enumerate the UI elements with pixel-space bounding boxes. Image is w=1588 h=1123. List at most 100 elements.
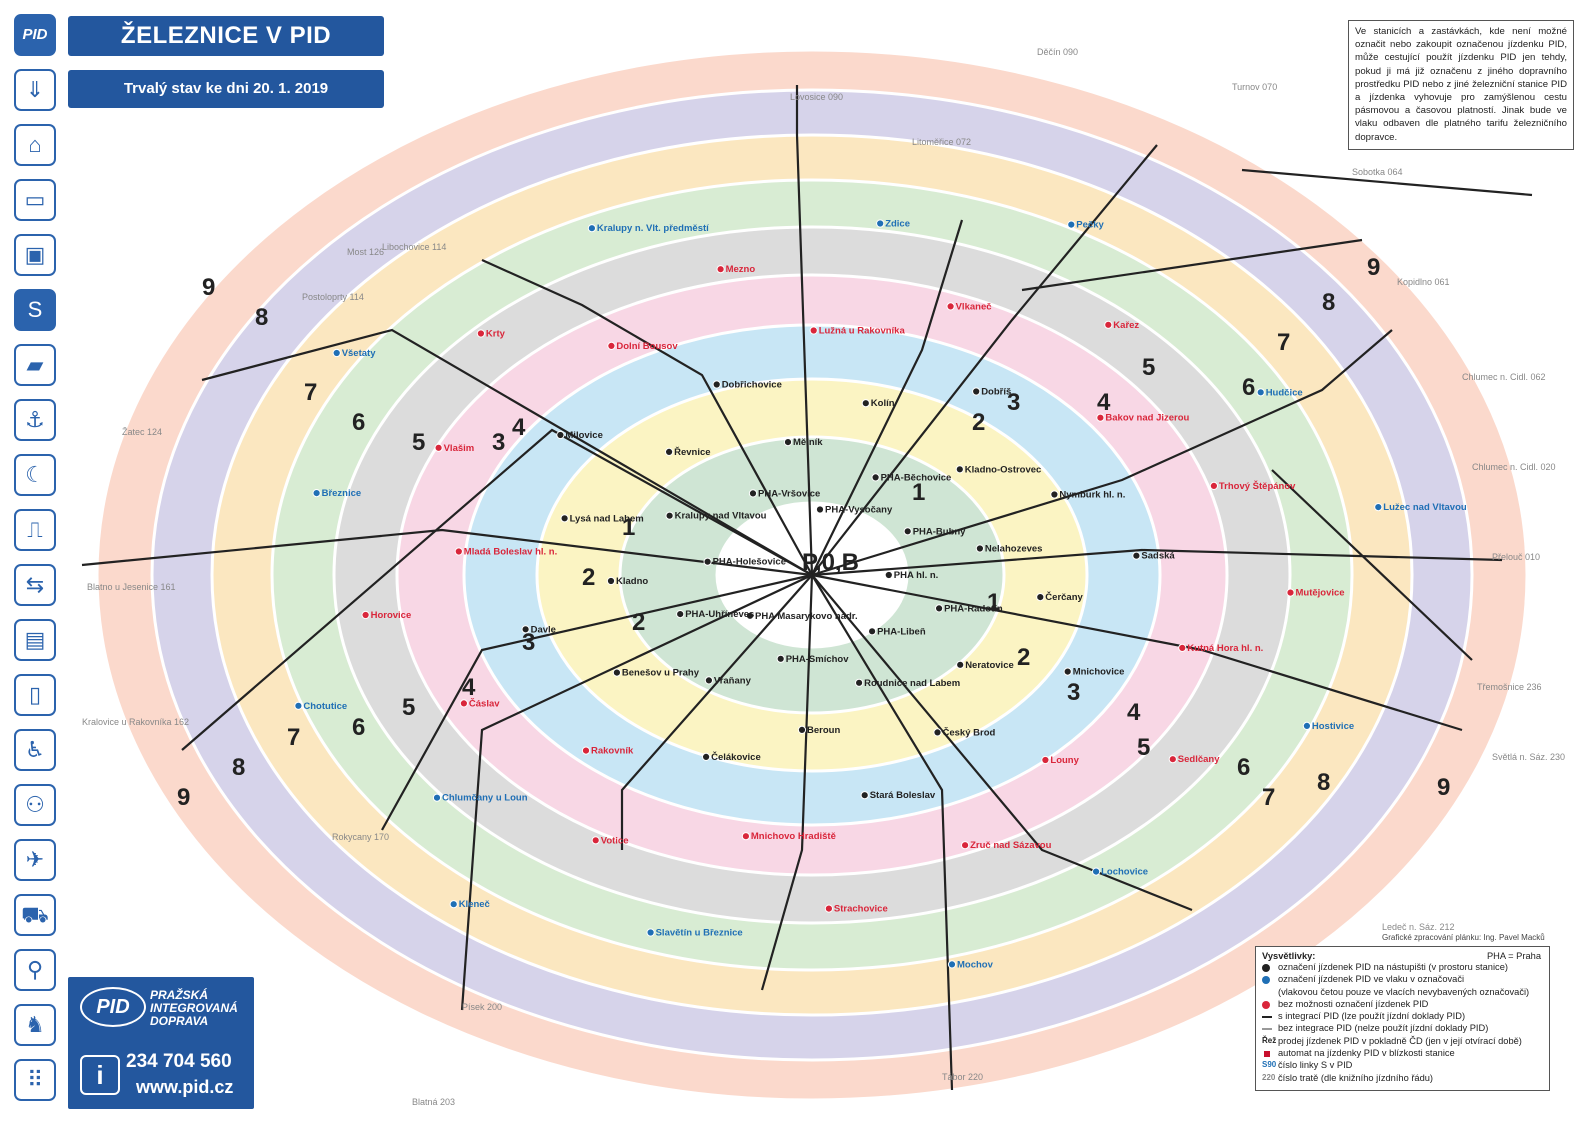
stroller-icon[interactable]: ⛟ — [14, 894, 56, 936]
direction-label: Ledeč n. Sáz. 212 — [1382, 922, 1455, 932]
station-dot — [1041, 755, 1050, 765]
rail-line — [811, 574, 1193, 912]
direction-label: Chlumec n. Cidl. 020 — [1472, 462, 1556, 472]
legend-item: bez možnosti označení jízdenek PID — [1262, 998, 1543, 1010]
zone-number: 5 — [402, 694, 415, 721]
zone-number: P,0,B — [802, 549, 859, 576]
station-dot — [860, 791, 869, 800]
direction-label: Kopidlno 061 — [1397, 277, 1450, 287]
station-label: Lysá nad Labem — [570, 513, 644, 524]
ticket-icon[interactable]: ▤ — [14, 619, 56, 661]
wheelchair-icon[interactable]: ♿ — [14, 729, 56, 771]
p-r-icon[interactable]: ⇆ — [14, 564, 56, 606]
cable-car-icon[interactable]: ▰ — [14, 344, 56, 386]
legend-item: bez integrace PID (nelze použít jízdní d… — [1262, 1022, 1543, 1034]
station-label: Čáslav — [469, 697, 500, 709]
station-label: Hostivice — [1312, 721, 1354, 732]
station-label: Mladá Boleslav hl. n. — [464, 547, 557, 558]
station-label: Trhový Štěpánov — [1219, 480, 1296, 492]
station-label: Řevnice — [674, 446, 710, 458]
station-dot — [1178, 643, 1187, 653]
station-dot — [946, 302, 955, 311]
bus-icon[interactable]: ▭ — [14, 179, 56, 221]
info-icon: i — [80, 1055, 120, 1095]
family-icon[interactable]: ⚇ — [14, 784, 56, 826]
station-dot — [868, 627, 877, 636]
bicycle-icon[interactable]: ⚲ — [14, 949, 56, 991]
trolleybus-icon[interactable]: ▣ — [14, 234, 56, 276]
zone-number: 3 — [1007, 389, 1020, 416]
legend-item: s integrací PID (lze použít jízdní dokla… — [1262, 1010, 1543, 1022]
station-label: PHA Masarykovo nádr. — [755, 611, 858, 622]
station-label: Kladno-Ostrovec — [965, 464, 1042, 475]
regional-icon[interactable]: ⎍ — [14, 509, 56, 551]
station-dot — [716, 265, 725, 274]
zone-number: 3 — [492, 429, 505, 456]
station-dot — [748, 489, 758, 498]
station-label: PHA hl. n. — [894, 570, 939, 581]
station-dot — [961, 841, 970, 850]
zone-number: 3 — [1067, 679, 1080, 706]
zone-number: 4 — [512, 414, 526, 441]
station-dot — [975, 544, 985, 553]
footprints-icon[interactable]: ⠿ — [14, 1059, 56, 1101]
station-dot — [665, 447, 674, 456]
station-label: PHA-Smíchov — [786, 654, 850, 665]
pid-logo-icon[interactable]: PID — [14, 14, 56, 56]
station-label: Lužec nad Vltavou — [1383, 502, 1467, 513]
direction-label: Sobotka 064 — [1352, 167, 1403, 177]
station-label: Neratovice — [965, 660, 1014, 671]
night-icon[interactable]: ☾ — [14, 454, 56, 496]
zone-number: 1 — [622, 514, 635, 541]
airport-icon[interactable]: ✈ — [14, 839, 56, 881]
station-label: Dobřichovice — [722, 380, 782, 391]
dog-icon[interactable]: ♞ — [14, 1004, 56, 1046]
station-label: Dobříš — [981, 387, 1011, 398]
direction-label: Písek 200 — [462, 1002, 502, 1012]
pid-phone: 234 704 560 — [126, 1051, 232, 1072]
direction-label: Tábor 220 — [942, 1072, 983, 1082]
rail-line — [811, 573, 1463, 732]
ferry-icon[interactable]: ⚓ — [14, 399, 56, 441]
station-dot — [935, 604, 944, 613]
direction-label: Žatec 124 — [122, 427, 162, 437]
station-dot — [1096, 413, 1105, 422]
station-label: Kralupy n. Vlt. předměstí — [597, 223, 709, 234]
station-dot — [1092, 867, 1101, 876]
legend: Vysvětlivky: PHA = Praha označení jízden… — [1255, 946, 1550, 1091]
station-label: Zruč nad Sázavou — [970, 840, 1051, 851]
tram-icon[interactable]: ⌂ — [14, 124, 56, 166]
credit-text: Grafické zpracování plánku: Ing. Pavel M… — [1382, 933, 1545, 942]
station-dot — [903, 527, 912, 536]
direction-label: Blatná 203 — [412, 1097, 455, 1107]
rail-line — [1241, 168, 1533, 197]
station-dot — [1302, 721, 1312, 731]
direction-label: Libochovice 114 — [382, 242, 446, 252]
station-label: Kladno — [616, 576, 648, 587]
map-date: Trvalý stav ke dni 20. 1. 2019 — [68, 70, 384, 108]
train-s-icon[interactable]: S — [14, 289, 56, 331]
direction-label: Blatno u Jesenice 161 — [87, 582, 176, 592]
station-label: PHA-Radotín — [944, 603, 1003, 614]
zone-number: 1 — [912, 479, 925, 506]
station-label: Sadská — [1141, 551, 1175, 562]
station-dot — [1063, 667, 1072, 676]
station-dot — [947, 960, 957, 969]
mobile-ticket-icon[interactable]: ▯ — [14, 674, 56, 716]
zone-number: 1 — [987, 589, 1000, 616]
station-label: Horovice — [371, 610, 412, 621]
direction-label: Světlá n. Sáz. 230 — [1492, 752, 1565, 762]
station-label: Mnichovo Hradiště — [751, 831, 836, 842]
station-dot — [312, 489, 321, 498]
rail-line — [181, 428, 813, 751]
pid-web-link[interactable]: www.pid.cz — [136, 1077, 234, 1097]
legend-symbol-icon — [1262, 976, 1270, 985]
legend-symbol-icon: 220 — [1262, 1072, 1276, 1082]
metro-icon[interactable]: ⇓ — [14, 69, 56, 111]
legend-text: číslo tratě (dle knižního jízdního řádu) — [1278, 1072, 1434, 1083]
direction-label: Přelouč 010 — [1492, 552, 1540, 562]
rail-line — [760, 574, 814, 991]
pid-name-line: PRAŽSKÁ — [150, 988, 209, 1002]
